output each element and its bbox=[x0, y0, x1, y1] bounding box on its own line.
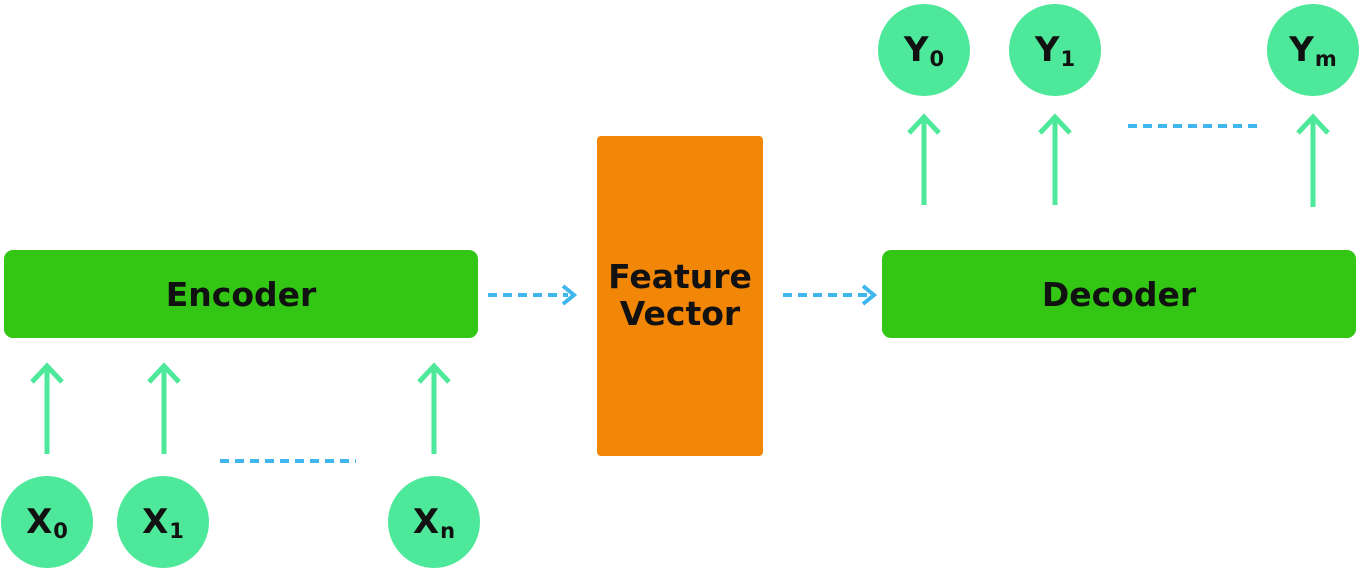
arrow-decoder-to-y0 bbox=[907, 113, 941, 205]
feature-vector-line2: Vector bbox=[619, 294, 741, 333]
output-node-ym-base: Y bbox=[1289, 30, 1314, 70]
arrow-xn-to-encoder bbox=[417, 362, 451, 454]
feature-vector-block: Feature Vector bbox=[597, 136, 763, 456]
decoder-block: Decoder bbox=[882, 250, 1356, 338]
arrow-decoder-to-y1 bbox=[1038, 113, 1072, 205]
output-node-y0-sub: 0 bbox=[929, 47, 945, 71]
encoder-label: Encoder bbox=[165, 274, 317, 314]
feature-vector-line1: Feature bbox=[608, 257, 752, 297]
arrow-x1-to-encoder bbox=[147, 362, 181, 454]
output-node-y0-base: Y bbox=[903, 30, 929, 70]
input-node-x0-sub: 0 bbox=[53, 519, 68, 543]
flow-arrows bbox=[488, 284, 878, 306]
ellipsis-dashes bbox=[220, 124, 1262, 463]
input-node-x1-base: X bbox=[142, 502, 169, 542]
decoder-label: Decoder bbox=[1041, 274, 1197, 314]
output-arrows bbox=[907, 113, 1330, 207]
arrow-decoder-to-ym bbox=[1296, 113, 1330, 207]
input-node-xn-base: X bbox=[412, 502, 440, 542]
output-node-y1-base: Y bbox=[1034, 30, 1060, 70]
arrow-x0-to-encoder bbox=[30, 362, 64, 454]
output-node-y1-sub: 1 bbox=[1060, 47, 1076, 71]
input-node-x1-sub: 1 bbox=[169, 519, 184, 543]
input-arrows bbox=[30, 362, 451, 454]
arrow-encoder-to-feature bbox=[488, 284, 578, 306]
arrow-feature-to-decoder bbox=[783, 284, 878, 306]
input-node-x0-base: X bbox=[26, 502, 53, 542]
encoder-block: Encoder bbox=[4, 250, 478, 338]
input-node-xn-sub: n bbox=[440, 519, 456, 543]
output-node-ym-sub: m bbox=[1314, 47, 1337, 71]
